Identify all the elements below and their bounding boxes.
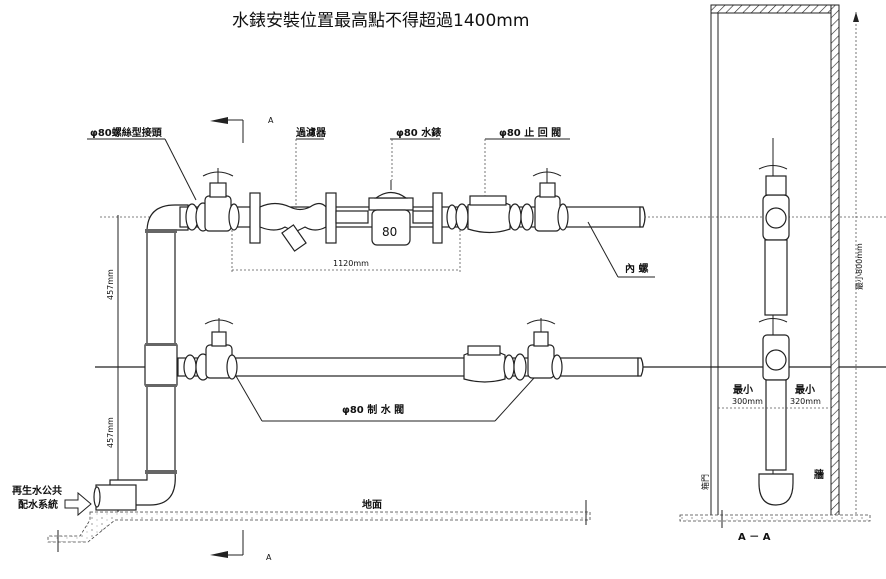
lower-gate-valve-left [183,318,238,381]
section-mark-bottom: A [266,553,272,562]
box-door-label: 箱門 [700,474,710,490]
meter-size-label: 80 [382,225,397,239]
upper-gate-valve-right [532,168,569,232]
section-arrow-top: A [210,116,274,143]
check-valve [446,195,534,234]
wall-label: 牆 [814,468,824,481]
lower-valves-right [463,318,563,383]
water-meter: 80 [335,180,443,246]
rise-upper-dimension: 457mm [106,269,115,300]
supply-label-line2: 配水系統 [18,498,58,511]
section-title: A － A [738,532,771,543]
supply-label-line1: 再生水公共 [12,484,62,497]
section-view: 最小800mm 最小 300mm 最小 320mm 箱門 牆 A － A [679,4,871,543]
gate-valve-label: φ80 制 水 閥 [342,403,404,416]
section-arrow-bottom: A [210,530,272,562]
strainer [249,192,337,252]
rise-lower-dimension: 457mm [106,417,115,448]
ground-label: 地面 [362,498,382,511]
flow-arrow-icon [64,491,92,517]
clear-left-label: 最小 [733,383,753,396]
clear-right-label: 最小 [795,383,815,396]
meter-label: φ80 水錶 [396,126,441,139]
union-joint-label: φ80螺絲型接頭 [90,126,163,139]
riser-pipe [109,204,189,506]
inner-thread-label: 內 螺 [625,262,648,275]
upper-gate-valve-left [185,168,240,232]
check-valve-label: φ80 止 回 閥 [499,126,561,139]
span-dimension: 1120mm [333,259,369,268]
lower-pipe-run [177,357,644,377]
clear-left-value: 300mm [732,397,763,406]
ground-slab [47,511,591,543]
strainer-label: 過濾器 [295,126,327,139]
clear-right-value: 320mm [790,397,821,406]
section-mark-top: A [268,116,274,125]
supply-inlet: 再生水公共 配水系統 [12,484,137,517]
min-height-dimension: 最小800mm [855,243,864,290]
drawing-title: 水錶安裝位置最高點不得超過1400mm [232,11,529,31]
